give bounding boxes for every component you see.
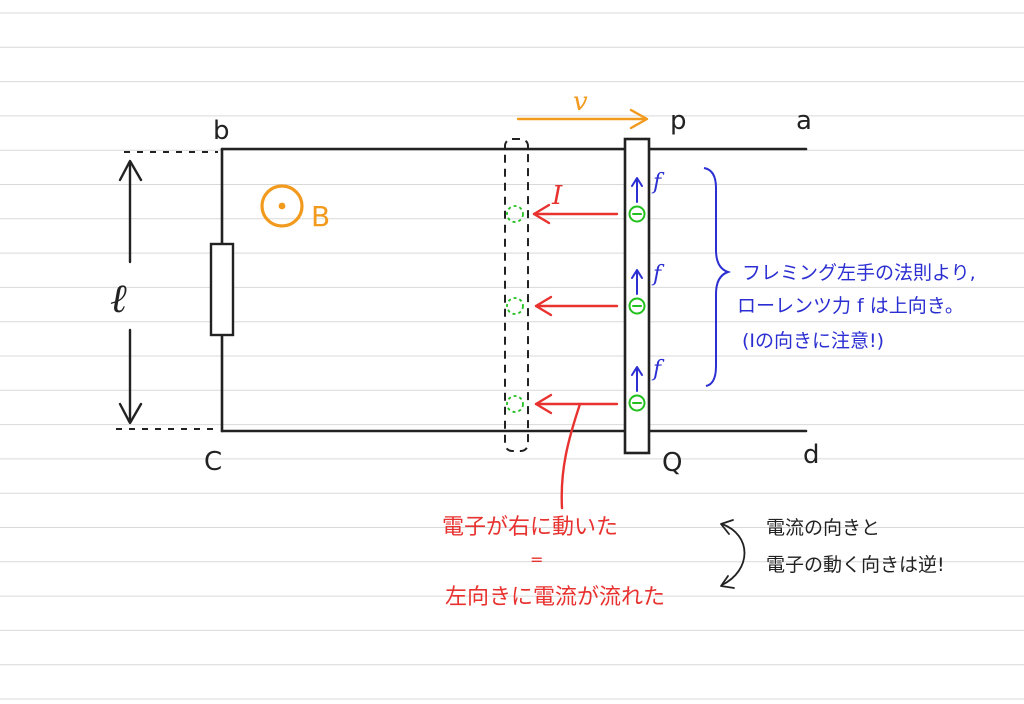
velocity-arrow bbox=[516, 108, 649, 130]
current-arrow-1-head bbox=[532, 203, 551, 225]
force-arrows bbox=[631, 177, 643, 392]
label-force-2: f bbox=[651, 262, 665, 287]
resistor bbox=[209, 242, 235, 337]
length-arrowhead-top bbox=[118, 159, 143, 182]
electron-moved-text: 電子が右に動いた bbox=[442, 515, 618, 540]
label-q: Q bbox=[662, 448, 682, 478]
label-c: C bbox=[204, 447, 222, 477]
label-velocity: v bbox=[573, 87, 588, 117]
length-arrowhead-bottom bbox=[118, 402, 143, 425]
opposite-arrow bbox=[720, 519, 746, 589]
label-field: B bbox=[311, 200, 330, 233]
length-guides bbox=[116, 151, 218, 430]
electron-current-note: 電子が右に動いた = 左向きに電流が流れた bbox=[442, 515, 665, 610]
current-flowed-text: 左向きに電流が流れた bbox=[445, 585, 665, 610]
equals-sign: = bbox=[530, 550, 543, 569]
force-brace bbox=[703, 167, 732, 387]
electron-previous-3 bbox=[506, 395, 524, 413]
force-labels: f f f bbox=[651, 170, 665, 382]
field-dot bbox=[278, 202, 286, 210]
length-arrow bbox=[118, 159, 143, 425]
current-arrow-3-head bbox=[534, 393, 553, 415]
force-arrow-1-head bbox=[631, 177, 643, 187]
electron-minus-signs bbox=[632, 213, 642, 404]
ruled-lines bbox=[0, 12, 1024, 700]
label-force-1: f bbox=[651, 170, 665, 195]
fleming-note-line-1: フレミング左手の法則より, bbox=[742, 262, 976, 284]
fleming-note-line-2: ローレンツ力 f は上向き。 bbox=[737, 295, 964, 317]
opposite-note-line-1: 電流の向きと bbox=[766, 517, 880, 539]
pointer-curve bbox=[560, 402, 582, 510]
fleming-note-line-3: (Iの向きに注意!) bbox=[742, 330, 884, 352]
current-arrow-2-head bbox=[534, 295, 553, 317]
opposite-arrow-head-bottom bbox=[720, 575, 735, 589]
electron-previous-1 bbox=[506, 205, 524, 223]
fleming-note: フレミング左手の法則より, ローレンツ力 f は上向き。 (Iの向きに注意!) bbox=[737, 262, 976, 352]
current-arrows bbox=[532, 203, 619, 510]
label-p: p bbox=[670, 106, 687, 136]
label-a: a bbox=[796, 106, 812, 136]
circuit bbox=[220, 147, 808, 433]
force-arrow-3-head bbox=[631, 366, 643, 376]
point-labels: b a C d p Q bbox=[204, 106, 820, 478]
force-arrow-2-head bbox=[631, 269, 643, 279]
field-out-of-page-symbol bbox=[260, 184, 304, 228]
opposite-note-line-2: 電子の動く向きは逆! bbox=[766, 554, 945, 576]
electron-previous-positions bbox=[506, 205, 524, 413]
label-force-3: f bbox=[651, 357, 665, 382]
opposite-arrow-head-top bbox=[720, 519, 734, 535]
label-length: ℓ bbox=[110, 276, 127, 322]
label-d: d bbox=[803, 440, 820, 470]
opposite-arrow-curve bbox=[721, 523, 746, 586]
electron-previous-2 bbox=[506, 297, 524, 315]
opposite-direction-note: 電流の向きと 電子の動く向きは逆! bbox=[766, 517, 945, 576]
label-current: I bbox=[551, 181, 563, 211]
rod-previous-position bbox=[504, 138, 529, 452]
label-b: b bbox=[213, 116, 230, 146]
velocity-arrowhead bbox=[629, 108, 649, 130]
